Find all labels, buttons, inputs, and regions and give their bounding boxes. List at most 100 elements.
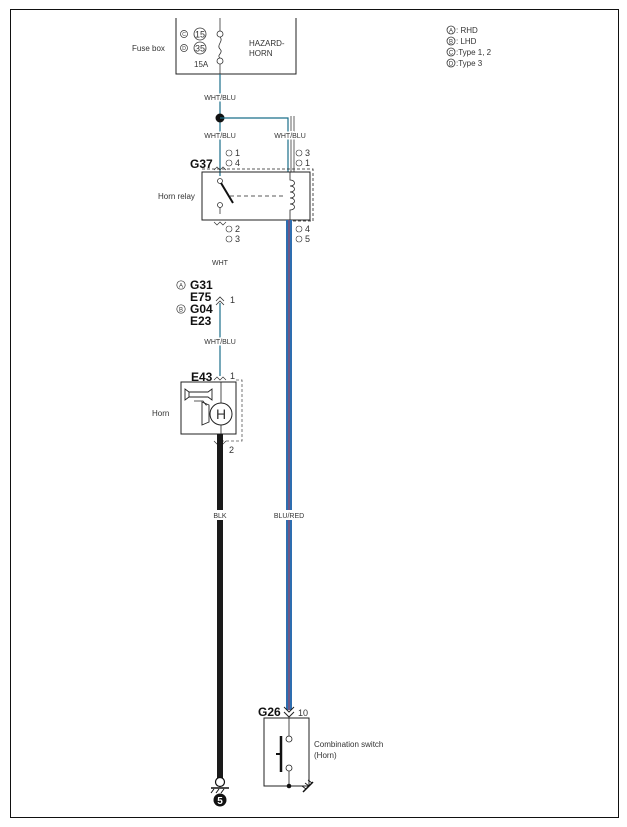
pin-label: 1 bbox=[230, 295, 235, 305]
variant-symbol: D bbox=[182, 46, 186, 52]
fuse-number-circle bbox=[193, 27, 207, 41]
legend-text: :Type 3 bbox=[456, 59, 483, 68]
relay-connector-label: G37 bbox=[190, 157, 213, 171]
wire-label: WHT/BLU bbox=[274, 133, 306, 140]
horn-box bbox=[180, 381, 237, 435]
switch-connector-label: G26 bbox=[258, 705, 281, 719]
fuse-box-label: Fuse box bbox=[132, 44, 165, 53]
wire-label: BLU/RED bbox=[274, 513, 304, 520]
contact-icon bbox=[285, 735, 293, 743]
pin-label: 1 bbox=[235, 148, 240, 158]
connector-label: G04 bbox=[190, 302, 213, 316]
legend: A : RHD B : LHD C :Type 1, 2 D :Type 3 bbox=[446, 25, 492, 68]
horn-speaker-icon bbox=[201, 401, 210, 426]
variant-symbol: C bbox=[182, 32, 186, 38]
circle-b-icon bbox=[176, 304, 186, 314]
contact-icon bbox=[285, 764, 293, 772]
fuse-terminal-icon bbox=[216, 57, 224, 65]
wire-label: BLK bbox=[213, 513, 227, 520]
connector-label: E23 bbox=[190, 314, 212, 328]
horn-symbol: H bbox=[216, 406, 226, 422]
legend-text: : RHD bbox=[456, 26, 478, 35]
blk-wire: BLK 5 bbox=[206, 434, 234, 807]
circle-c-icon bbox=[446, 47, 456, 57]
wire-label: WHT/BLU bbox=[204, 133, 236, 140]
wire-label: WHT/BLU bbox=[204, 95, 236, 102]
circle-d-icon bbox=[180, 44, 188, 52]
fuse-number-circle bbox=[193, 41, 207, 55]
connector-icon bbox=[283, 706, 295, 718]
relay-switch-arm-icon bbox=[220, 182, 234, 204]
legend-symbol: A bbox=[449, 29, 453, 35]
horn-relay: G37 1 4 3 1 Horn relay 2 3 4 5 bbox=[158, 148, 314, 244]
circle-d-icon bbox=[446, 58, 456, 68]
body-ground-icon bbox=[302, 781, 314, 793]
relay-dashed-outline bbox=[202, 168, 314, 222]
horn-trumpet-icon bbox=[184, 388, 213, 401]
legend-symbol: C bbox=[449, 51, 454, 57]
circle-c-icon bbox=[295, 225, 303, 233]
legend-item: A : RHD bbox=[446, 25, 478, 35]
fuse-box: Fuse box C 15 D 35 15A HAZARD- HORN bbox=[132, 18, 297, 75]
wire-splice-to-coil bbox=[220, 117, 289, 172]
wire-label: WHT bbox=[212, 260, 229, 267]
variant-symbol: A bbox=[179, 284, 183, 290]
connector-icon bbox=[213, 166, 227, 171]
variant-symbol: B bbox=[179, 308, 183, 314]
pin-label: 3 bbox=[235, 234, 240, 244]
circle-c-icon bbox=[295, 149, 303, 157]
wire-coil-bundle bbox=[290, 116, 295, 172]
fuse-box-outline bbox=[175, 18, 297, 75]
wire-label-bg bbox=[206, 510, 234, 520]
circle-c-icon bbox=[225, 225, 233, 233]
pin-label: 5 bbox=[305, 234, 310, 244]
pin-label: 3 bbox=[305, 148, 310, 158]
mid-connector: A G31 E75 B G04 E23 1 WHT/BLU bbox=[176, 278, 237, 376]
circle-d-icon bbox=[295, 235, 303, 243]
connector-icon bbox=[215, 296, 225, 306]
ground-hatch-icon bbox=[210, 788, 225, 794]
connector-label: G31 bbox=[190, 278, 213, 292]
fuse-number-d: 35 bbox=[195, 44, 205, 54]
ground-number: 5 bbox=[217, 796, 223, 807]
pin-label: 2 bbox=[229, 445, 234, 455]
wire-label-bg bbox=[270, 510, 308, 520]
body-ground-hatch-icon bbox=[301, 779, 313, 790]
horn: E43 1 Horn H 2 bbox=[152, 370, 243, 455]
switch-label-line1: Combination switch bbox=[314, 740, 383, 749]
legend-text: :Type 1, 2 bbox=[456, 48, 492, 57]
combination-switch: G26 10 Combination switch (Horn) bbox=[258, 705, 383, 793]
connector-label: E75 bbox=[190, 290, 212, 304]
contact-icon bbox=[217, 178, 223, 184]
connector-icon bbox=[213, 376, 227, 381]
connector-icon bbox=[213, 221, 227, 226]
relay-coil-icon bbox=[289, 172, 295, 220]
legend-text: : LHD bbox=[456, 37, 477, 46]
circle-c-icon bbox=[225, 149, 233, 157]
ground-number-badge bbox=[213, 793, 227, 807]
circle-b-icon bbox=[446, 36, 456, 46]
legend-item: C :Type 1, 2 bbox=[446, 47, 492, 57]
pin-label: 2 bbox=[235, 224, 240, 234]
circle-d-icon bbox=[225, 159, 233, 167]
fuse-name-line1: HAZARD- bbox=[249, 39, 285, 48]
fuse-terminal-icon bbox=[216, 30, 224, 38]
fuse-element-icon bbox=[218, 36, 222, 59]
switch-box bbox=[263, 717, 310, 787]
fuse-name-line2: HORN bbox=[249, 49, 273, 58]
legend-symbol: D bbox=[449, 62, 454, 68]
fuse-number-c: 15 bbox=[195, 30, 205, 40]
wht-blu-wires: WHT/BLU WHT/BLU WHT/BLU bbox=[203, 74, 307, 176]
legend-item: D :Type 3 bbox=[446, 58, 483, 68]
horn-dashed-outline bbox=[221, 379, 243, 442]
horn-label: Horn bbox=[152, 409, 169, 418]
pin-label: 1 bbox=[230, 371, 235, 381]
ground-splice-dot bbox=[286, 783, 292, 789]
pin-label: 4 bbox=[235, 158, 240, 168]
legend-item: B : LHD bbox=[446, 36, 477, 46]
horn-connector-label: E43 bbox=[191, 370, 213, 384]
blu-red-wire: BLU/RED bbox=[270, 220, 308, 710]
pin-label: 4 bbox=[305, 224, 310, 234]
circle-d-icon bbox=[295, 159, 303, 167]
